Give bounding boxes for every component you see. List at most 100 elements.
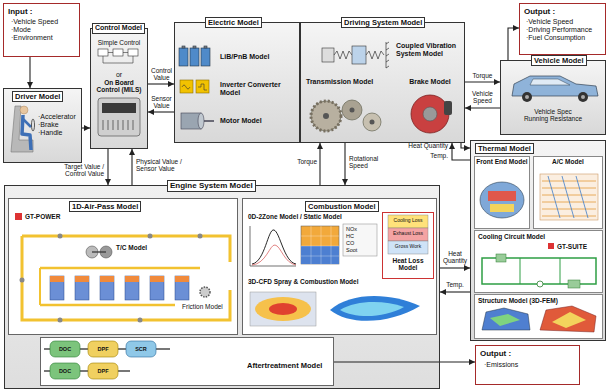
- node-fill: [174, 22, 300, 143]
- battery-icon: [182, 46, 185, 48]
- aftertreatment-catalysts: [126, 341, 156, 357]
- signal-arrow: [148, 111, 174, 112]
- model-box: Driver Model ·Accelerator ·Brake ·Handle: [3, 88, 82, 163]
- model-text: On Board Control (MILS): [92, 79, 146, 94]
- two-zone-mesh: [301, 226, 339, 264]
- front-end-mesh: [480, 182, 524, 218]
- model-text: Inverter Converter Model: [220, 81, 294, 97]
- structure-fem: [490, 314, 520, 326]
- vibration-model-icon: [322, 42, 389, 68]
- air-path-schematic: [40, 268, 200, 305]
- part-label: T/C Model: [116, 244, 147, 251]
- driver-figure: [11, 106, 33, 152]
- pressure-chart: [252, 245, 296, 265]
- transmission-gears: [311, 100, 381, 131]
- node-fill: [300, 22, 465, 143]
- part-label: Exhaust Loss: [388, 231, 428, 237]
- air-path-schematic: [22, 236, 230, 320]
- model-text: Aftertreatment Model: [247, 362, 331, 371]
- signal-arrow: [334, 361, 475, 362]
- model-text: Output :: [480, 349, 511, 358]
- part-label: Friction Model: [182, 303, 223, 310]
- part-label: DOC: [50, 368, 80, 374]
- heat-loss-bars: [388, 215, 428, 228]
- brake-disc: [411, 95, 449, 133]
- signal-arrow: [465, 81, 500, 82]
- inverter-icon: [196, 80, 209, 93]
- cooling-circuit: [548, 243, 554, 249]
- motor-icon: [198, 113, 204, 129]
- sub-model: A/C Model: [533, 156, 603, 229]
- model-text: 0D-2Zone Model / Static Model: [248, 213, 388, 220]
- model-text: Heat Loss Model: [384, 257, 432, 272]
- node-fill: [90, 28, 148, 149]
- pressure-chart: [250, 226, 296, 266]
- model-box: Engine System Model1D-Air-Pass ModelGT-P…: [4, 185, 440, 389]
- pressure-chart: [250, 226, 296, 266]
- model-text: Cooling Circuit Model: [478, 233, 598, 240]
- cfd-spray-image: [255, 297, 311, 321]
- node-fill: [474, 294, 603, 339]
- model-heading: Engine System Model: [167, 180, 256, 192]
- front-end-mesh: [488, 191, 516, 201]
- signal-arrow: [82, 127, 90, 128]
- signal-label: Temp.: [402, 152, 448, 159]
- vehicle-illustration: [512, 76, 598, 102]
- driver-figure: [11, 106, 35, 152]
- node-fill: [519, 3, 606, 55]
- air-path-schematic: [50, 276, 189, 282]
- aftertreatment-catalysts: [88, 363, 118, 379]
- signal-label: Torque: [466, 72, 499, 79]
- signal-label: Heat Quantity: [402, 142, 448, 149]
- heat-loss-bars: [388, 215, 428, 254]
- part-label: DPF: [88, 346, 118, 352]
- model-heading: Control Model: [92, 23, 145, 34]
- sub-model: Structure Model (3D-FEM): [474, 294, 603, 339]
- model-text: or: [92, 71, 146, 79]
- battery-icon: [204, 46, 207, 48]
- signal-arrow: [107, 149, 108, 185]
- sub-model: Front End Model: [474, 156, 530, 229]
- air-path-schematic: [138, 318, 143, 323]
- model-heading: 1D-Air-Pass Model: [69, 201, 141, 212]
- model-text: GT-POWER: [25, 213, 60, 220]
- signal-label: Torque: [288, 158, 317, 165]
- two-zone-mesh: [301, 226, 339, 264]
- sub-model: LiB/PnB Model: [218, 46, 296, 70]
- node-fill: [500, 60, 606, 135]
- model-heading: Driver Model: [12, 91, 63, 102]
- aftertreatment-catalysts: [88, 341, 118, 357]
- sub-model: Coupled Vibration System Model: [394, 38, 462, 74]
- ecu-unit: [98, 98, 140, 136]
- node-fill: [4, 185, 440, 389]
- heat-loss-bars: [388, 241, 428, 254]
- aftertreatment-catalysts: [50, 363, 80, 379]
- ac-heat-exchanger: [540, 174, 598, 220]
- signal-arrow: [452, 143, 470, 160]
- model-text: ·Accelerator ·Brake ·Handle: [38, 113, 80, 137]
- vibration-model-icon: [322, 48, 334, 62]
- structure-fem: [540, 306, 596, 332]
- transmission-gears: [370, 120, 375, 125]
- cooling-circuit: [520, 258, 560, 284]
- cfd-spray-image: [250, 292, 420, 326]
- sub-model: Brake Model: [398, 76, 462, 140]
- io-box: Output :·Emissions: [475, 345, 580, 385]
- model-box: Driving System ModelCoupled Vibration Sy…: [300, 22, 465, 143]
- model-text: Transmission Model: [306, 78, 390, 86]
- heat-loss-bars: [388, 228, 428, 241]
- cfd-spray-image: [340, 302, 404, 316]
- battery-icon: [201, 48, 210, 66]
- sub-model: Inverter Converter Model: [218, 76, 296, 106]
- transmission-gears: [342, 100, 362, 120]
- cooling-circuit: [537, 281, 543, 287]
- brake-disc: [423, 107, 437, 121]
- signal-arrow: [508, 28, 519, 60]
- sub-model: Transmission Model: [304, 76, 392, 140]
- control-block-diagram: [103, 53, 133, 64]
- node-fill: [3, 3, 80, 57]
- air-path-schematic: [198, 234, 203, 239]
